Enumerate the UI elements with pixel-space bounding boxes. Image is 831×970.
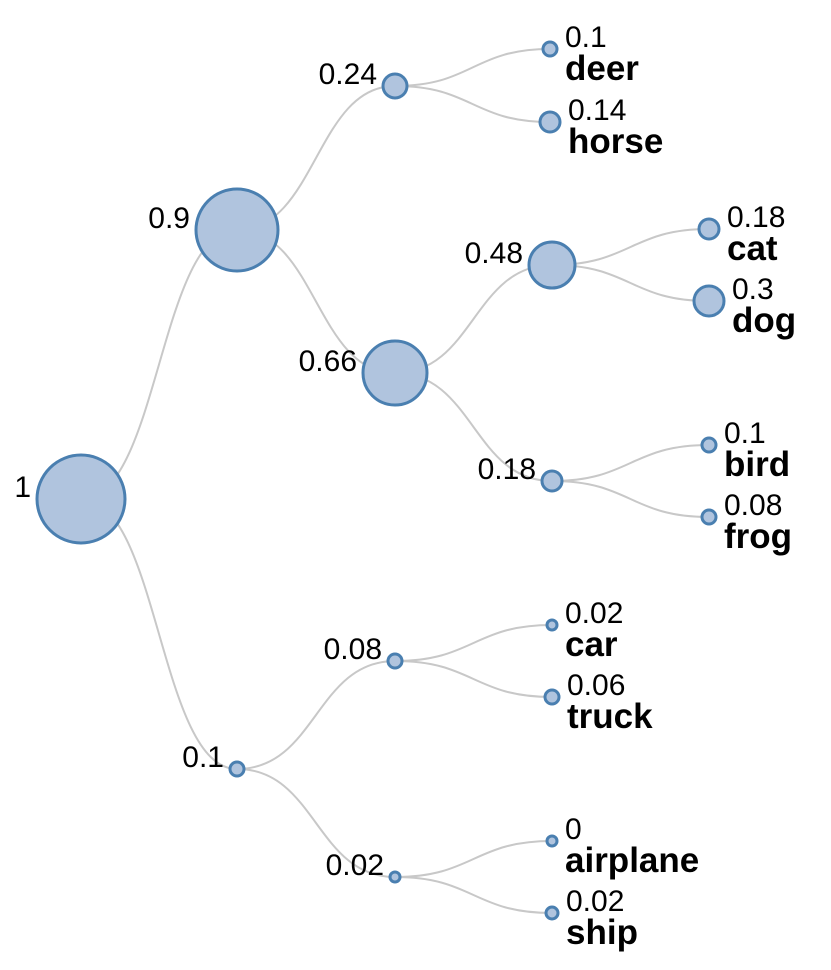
- name-label-car: car: [565, 625, 618, 664]
- node-horse: [538, 110, 562, 134]
- value-label-bird: 0.1: [724, 417, 766, 450]
- edge-car-truck-to-car: [394, 624, 553, 662]
- value-label-airplane: 0: [565, 813, 582, 846]
- name-label-bird: bird: [724, 445, 790, 484]
- value-label-horse: 0.14: [568, 94, 626, 127]
- edge-root-to-vehicles: [80, 498, 238, 770]
- name-label-frog: frog: [724, 517, 792, 556]
- value-label-frog: 0.08: [724, 489, 782, 522]
- node-cat-dog: [527, 240, 577, 290]
- node-frog: [700, 508, 718, 526]
- node-bird: [700, 436, 718, 454]
- edge-root-to-animals: [80, 229, 238, 500]
- node-cat: [697, 217, 721, 241]
- value-label-ship: 0.02: [566, 885, 624, 918]
- node-car: [545, 618, 559, 632]
- edge-vehicles-to-airplane-ship: [236, 768, 396, 878]
- edge-airplane-ship-to-ship: [394, 876, 553, 914]
- value-label-vehicles: 0.1: [182, 741, 224, 774]
- value-label-animals: 0.9: [148, 202, 190, 235]
- value-label-car-truck: 0.08: [324, 633, 382, 666]
- value-label-deer: 0.1: [565, 21, 607, 54]
- value-label-cat: 0.18: [727, 201, 785, 234]
- node-bird-frog: [540, 469, 564, 493]
- value-label-deer-horse: 0.24: [319, 58, 377, 91]
- value-label-bird-frog: 0.18: [478, 453, 536, 486]
- value-label-truck: 0.06: [567, 669, 625, 702]
- name-label-truck: truck: [567, 697, 653, 736]
- value-label-car: 0.02: [565, 597, 623, 630]
- value-label-small-animals: 0.66: [299, 345, 357, 378]
- value-label-cat-dog: 0.48: [465, 237, 523, 270]
- edge-bird-frog-to-frog: [551, 480, 710, 518]
- value-label-root: 1: [14, 471, 31, 504]
- name-label-dog: dog: [732, 301, 796, 340]
- node-small-animals: [361, 339, 429, 407]
- node-animals: [194, 187, 280, 273]
- name-label-deer: deer: [565, 49, 639, 88]
- value-label-dog: 0.3: [732, 273, 774, 306]
- edge-airplane-ship-to-airplane: [394, 840, 553, 878]
- tree-nodes: [35, 40, 726, 921]
- edge-cat-dog-to-dog: [551, 264, 710, 302]
- node-root: [35, 453, 127, 545]
- node-truck: [543, 688, 561, 706]
- node-vehicles: [228, 760, 246, 778]
- node-airplane-ship: [388, 870, 402, 884]
- edge-deer-horse-to-deer: [394, 48, 551, 87]
- tree-edges: [80, 48, 710, 914]
- node-car-truck: [386, 652, 404, 670]
- node-airplane: [545, 834, 559, 848]
- name-label-cat: cat: [727, 229, 778, 268]
- edge-car-truck-to-truck: [394, 660, 553, 698]
- edge-vehicles-to-car-truck: [236, 660, 396, 770]
- name-label-horse: horse: [568, 122, 663, 161]
- edge-bird-frog-to-bird: [551, 444, 710, 482]
- node-deer: [541, 40, 559, 58]
- name-label-airplane: airplane: [565, 841, 699, 880]
- node-deer-horse: [381, 72, 409, 100]
- value-label-airplane-ship: 0.02: [326, 849, 384, 882]
- edge-cat-dog-to-cat: [551, 228, 710, 266]
- node-dog: [692, 284, 726, 318]
- tree-labels: 10.90.240.1deer0.14horse0.660.480.18cat0…: [14, 21, 796, 952]
- node-ship: [544, 905, 560, 921]
- edge-deer-horse-to-horse: [394, 85, 551, 123]
- name-label-ship: ship: [566, 913, 638, 952]
